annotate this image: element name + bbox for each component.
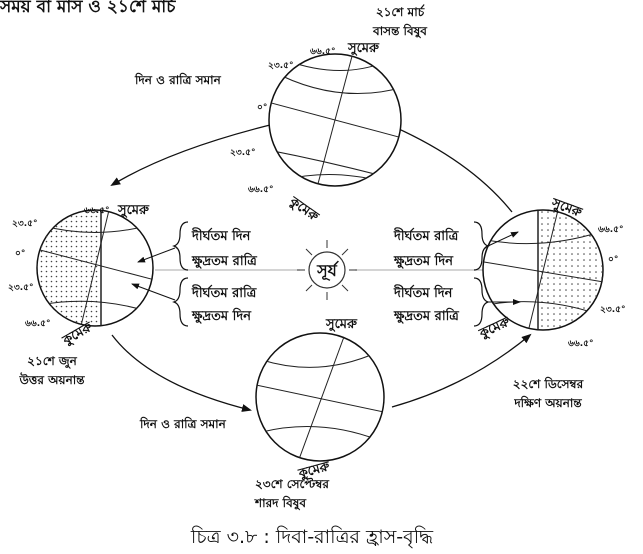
orbit-arc-top-right — [390, 125, 512, 212]
north-pole-label: সুমেরু — [347, 41, 380, 57]
top-cut-heading: সময় বা মাস ও ২১শে মার্চ — [0, 0, 177, 17]
september-date: ২৩শে সেপ্টেম্বর — [255, 476, 329, 491]
june-date: ২১শে জুন — [27, 354, 77, 370]
shortest-day-label: ক্ষুদ্রতম দিন — [191, 307, 252, 325]
deg-label: ২৩.৫° — [230, 148, 255, 158]
deg-label: ৬৬.৫° — [84, 206, 109, 216]
south-pole-label: কুমেরু — [285, 194, 321, 226]
deg-label: ২৩.৫° — [8, 283, 33, 293]
shortest-day-label: ক্ষুদ্রতম দিন — [393, 252, 454, 270]
march-date: ২১শে মার্চ — [376, 4, 425, 19]
shortest-night-label: ক্ষুদ্রতম রাত্রি — [191, 252, 257, 270]
north-pole-label: সুমেরু — [117, 203, 150, 219]
longest-day-label: দীর্ঘতম দিন — [393, 284, 454, 301]
deg-label: ০° — [15, 249, 25, 259]
deg-label: ৬৬.৫° — [598, 225, 623, 235]
sun-label: সূর্য — [316, 260, 339, 281]
december-date: ২২শে ডিসেম্বর — [513, 376, 584, 391]
deg-label: ৬৬.৫° — [568, 339, 593, 349]
north-pole-label: সুমেরু — [325, 317, 358, 333]
longest-night-label: দীর্ঘতম রাত্রি — [191, 284, 257, 301]
equal-day-night-bottom: দিন ও রাত্রি সমান — [139, 416, 227, 431]
figure-caption: চিত্র ৩.৮ : দিবা-রাত্রির হ্রাস-বৃদ্ধি — [190, 526, 434, 548]
deg-label: ৬৬.৫° — [248, 185, 273, 195]
december-name: দক্ষিণ অয়নান্ত — [513, 395, 582, 410]
equal-day-night-top: দিন ও রাত্রি সমান — [134, 72, 222, 87]
earth-december: ৬৬.৫° ০° ২৩.৫° ৬৬.৫° সুমেরু কুমেরু ২২শে … — [476, 196, 625, 410]
earth-march: ২৩.৫° ৬৬.৫° ০° ২৩.৫° ৬৬.৫° সুমেরু কুমেরু… — [134, 4, 428, 226]
deg-label: ৬৬.৫° — [25, 319, 50, 329]
longest-night-label: দীর্ঘতম রাত্রি — [393, 227, 459, 244]
deg-label: ০° — [257, 103, 267, 113]
deg-label: ২৩.৫° — [12, 219, 37, 229]
deg-label: ০° — [608, 255, 618, 265]
orbit-arc-bottom-left — [112, 335, 250, 410]
deg-label: ৬৬.৫° — [310, 47, 335, 57]
earth-september: সুমেরু কুমেরু ২৩শে সেপ্টেম্বর শারদ বিষুব… — [139, 317, 384, 512]
september-name: শারদ বিষুব — [254, 495, 307, 512]
deg-label: ২৩.৫° — [268, 61, 293, 71]
june-name: উত্তর অয়নান্ত — [18, 372, 85, 387]
shortest-night-label: ক্ষুদ্রতম রাত্রি — [393, 307, 459, 325]
orbit-arc-bottom-right — [392, 335, 530, 407]
deg-label: ২৩.৫° — [600, 305, 625, 315]
longest-day-label: দীর্ঘতম দিন — [191, 227, 252, 244]
march-name: বাসন্ত বিষুব — [372, 23, 428, 40]
earth-june: ৬৬.৫° ২৩.৫° ০° ২৩.৫° ৬৬.৫° সুমেরু কুমেরু… — [8, 203, 155, 387]
